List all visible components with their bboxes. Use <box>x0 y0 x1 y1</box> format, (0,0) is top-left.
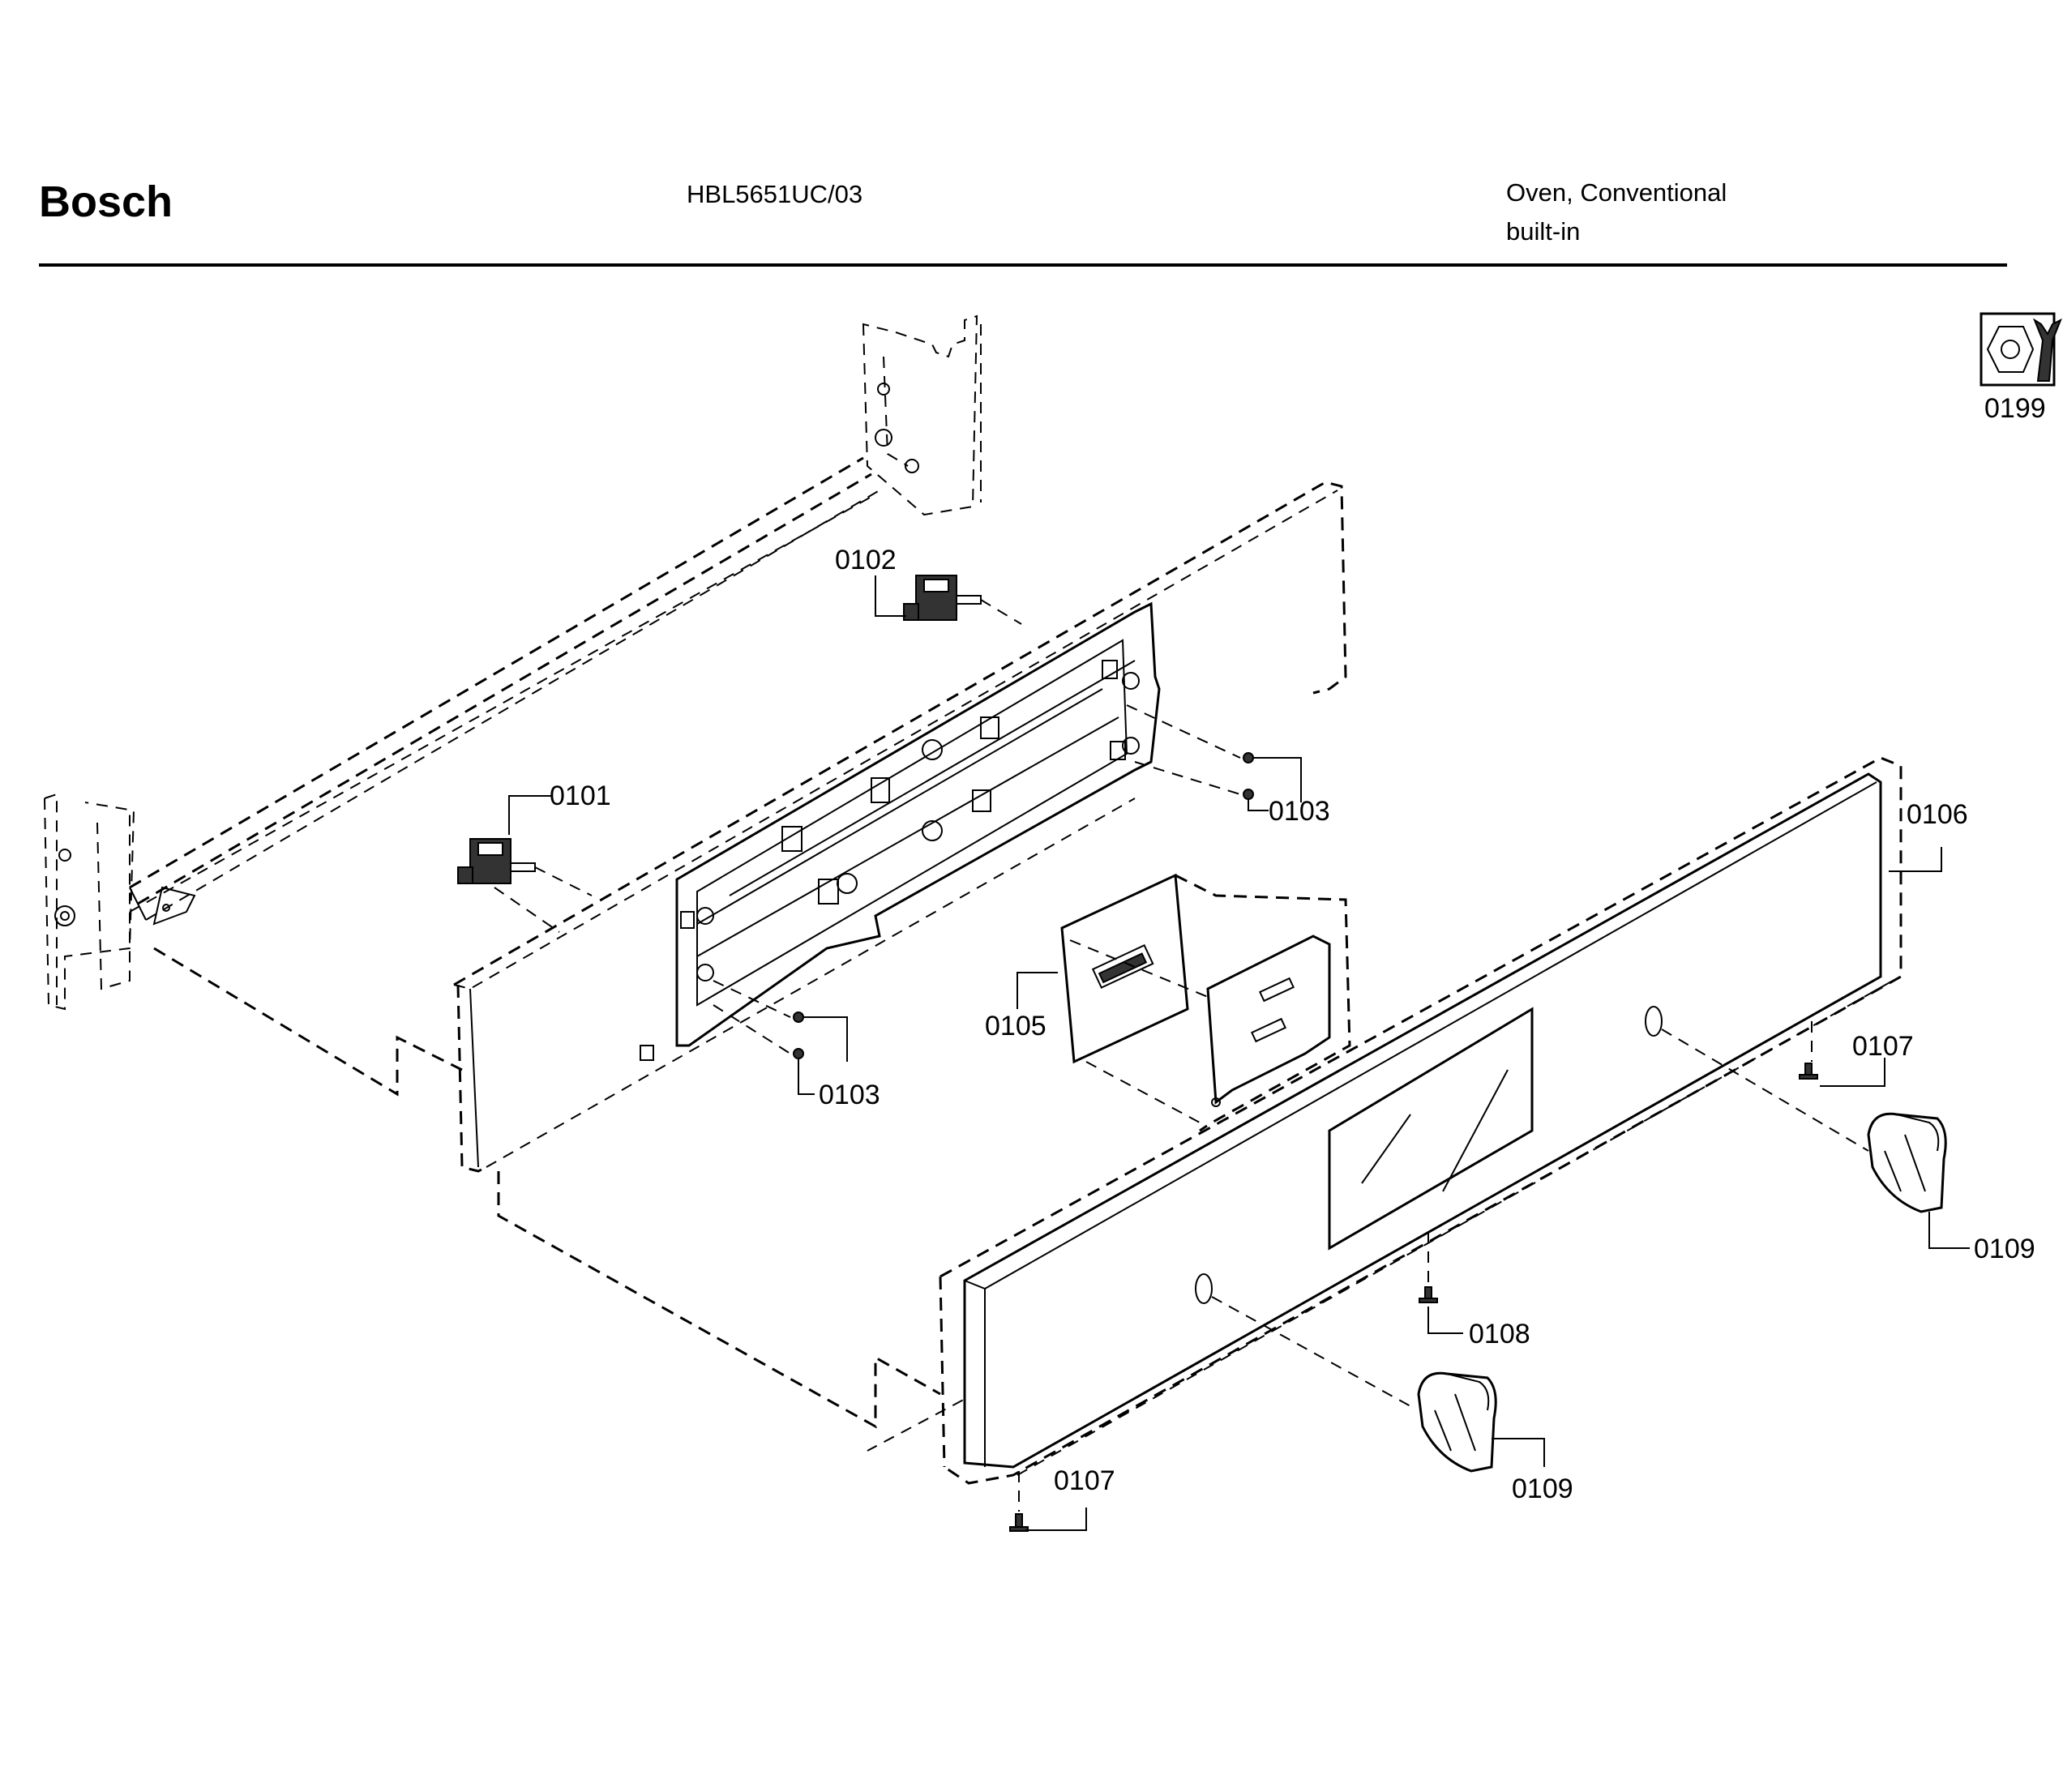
right-bracket <box>862 314 982 516</box>
tool-label: 0199 <box>1984 393 2046 424</box>
part-label-0108: 0108 <box>1469 1319 1530 1349</box>
control-panel-icon[interactable] <box>939 756 1902 1485</box>
leader-0106 <box>1889 847 1942 872</box>
support-rail <box>129 456 880 926</box>
screw-axis-upper <box>1126 704 1241 759</box>
leader-0101 <box>508 795 551 835</box>
leader-0103-lower-b <box>798 1059 815 1095</box>
leader-0109-right <box>1928 1212 1970 1249</box>
projection-lines <box>153 947 998 1452</box>
left-bracket <box>44 793 135 1011</box>
product-type-line2: built-in <box>1506 217 1581 246</box>
circuit-board-icon[interactable] <box>1060 873 1189 1064</box>
leader-0107-left <box>1025 1508 1087 1531</box>
screw-axis-lower <box>713 980 791 1018</box>
switch-icon[interactable] <box>457 838 593 933</box>
part-label-0103-upper: 0103 <box>1269 796 1330 827</box>
model-number: HBL5651UC/03 <box>687 180 863 208</box>
inner-frame <box>640 601 1161 1061</box>
knob-axis-right <box>1661 1029 1869 1152</box>
leader-0108 <box>1427 1307 1463 1334</box>
part-label-0103-lower: 0103 <box>819 1080 880 1110</box>
leader-0109-left <box>1492 1438 1545 1467</box>
part-label-0102: 0102 <box>835 545 897 575</box>
part-label-0109-right: 0109 <box>1974 1234 2035 1264</box>
leader-0107-right <box>1820 1058 1885 1087</box>
part-label-0107-left: 0107 <box>1054 1465 1115 1496</box>
screw-icon[interactable] <box>1009 1513 1029 1532</box>
housing-panel <box>453 481 1347 1173</box>
screw-icon[interactable] <box>1799 1063 1818 1080</box>
part-label-0105: 0105 <box>985 1011 1046 1041</box>
knob-icon[interactable] <box>1417 1371 1497 1473</box>
leader-0105 <box>1017 972 1058 1009</box>
screw-icon[interactable] <box>1419 1286 1438 1303</box>
part-label-0101: 0101 <box>550 781 611 811</box>
screw-icon[interactable] <box>1243 752 1254 800</box>
knob-icon[interactable] <box>1867 1112 1947 1213</box>
leader-0103-upper-b <box>1248 799 1269 811</box>
header-rule <box>39 263 2007 267</box>
leader-0103-lower <box>803 1016 848 1062</box>
board-bracket <box>1069 874 1351 1132</box>
switch-icon[interactable] <box>903 575 1022 625</box>
leader-0102 <box>875 575 906 617</box>
screw-axis-lower-b <box>713 1004 791 1054</box>
screw-icon[interactable] <box>793 1011 804 1059</box>
part-label-0107-right: 0107 <box>1852 1031 1914 1062</box>
part-label-0109-left: 0109 <box>1512 1473 1573 1504</box>
part-label-0106: 0106 <box>1907 799 1968 830</box>
screw-axis-upper-b <box>1134 761 1241 795</box>
wrench-nut-icon[interactable] <box>1980 312 2062 387</box>
product-type-line1: Oven, Conventional <box>1506 178 1727 207</box>
leader-0103-upper <box>1252 757 1302 802</box>
brand-name: Bosch <box>39 177 173 226</box>
